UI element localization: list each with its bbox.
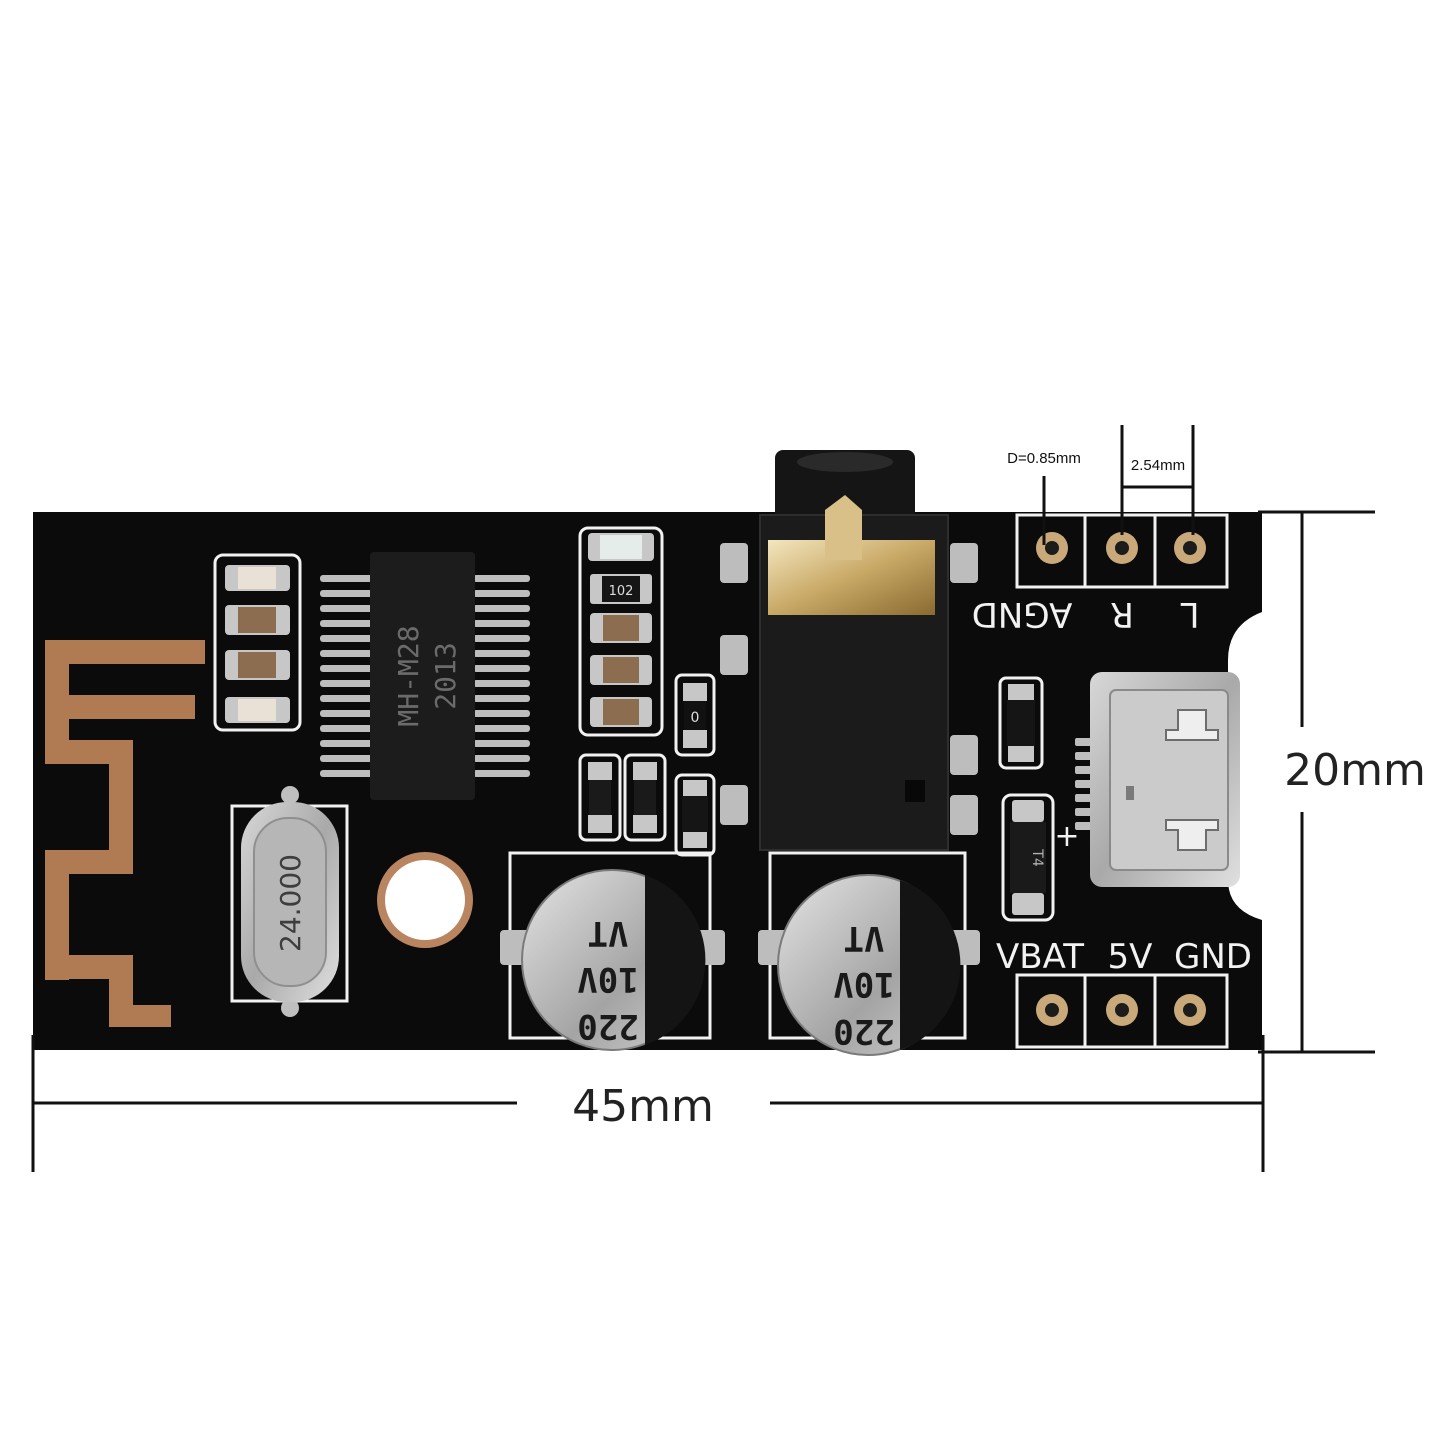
capacitor-2-series: VT <box>844 918 885 958</box>
crystal-oscillator: 24.000 <box>230 786 349 1017</box>
dimension-width <box>31 1035 1265 1172</box>
smd-pair-lower <box>578 753 667 842</box>
zero-ohm-resistor: 0 <box>674 673 716 757</box>
capacitor-1-voltage: 10V <box>577 959 638 999</box>
micro-usb-connector <box>1075 672 1240 887</box>
capacitor-1-series: VT <box>588 913 629 953</box>
zero-ohm-marking: 0 <box>691 710 700 726</box>
header-top: AGND R L <box>972 513 1229 634</box>
capacitor-2-voltage: 10V <box>833 964 894 1004</box>
hole-diameter-label: D=0.85mm <box>1007 450 1081 467</box>
pin-pitch-label: 2.54mm <box>1131 457 1185 474</box>
dimension-pin-pitch <box>1120 425 1195 535</box>
crystal-marking: 24.000 <box>274 854 307 952</box>
main-chip: MH-M28 2013 <box>320 552 530 800</box>
electrolytic-capacitor-left: 220 10V VT <box>500 851 725 1051</box>
label-5v: 5V <box>1108 937 1153 977</box>
smd-column-middle: 102 <box>578 526 664 737</box>
resistor-marking: 102 <box>609 584 634 599</box>
height-label: 20mm <box>1284 745 1426 796</box>
label-vbat: VBAT <box>996 937 1084 977</box>
chip-marking-line1: MH-M28 <box>392 625 425 726</box>
smd-array-left <box>213 553 302 732</box>
header-bottom: VBAT 5V GND <box>996 937 1252 1049</box>
audio-jack-3-5mm <box>720 450 978 851</box>
capacitor-1-value: 220 <box>577 1006 638 1046</box>
label-r: R <box>1110 594 1134 634</box>
electrolytic-capacitor-right: 220 10V VT <box>758 851 980 1056</box>
smd-right-upper <box>998 676 1044 770</box>
smd-diode-middle <box>674 773 716 857</box>
width-label: 45mm <box>572 1081 714 1132</box>
capacitor-2-value: 220 <box>833 1011 894 1051</box>
antenna-trace <box>45 640 205 1027</box>
mounting-hole <box>377 852 473 948</box>
label-gnd: GND <box>1174 937 1252 977</box>
dimension-height <box>1258 510 1375 1054</box>
label-agnd: AGND <box>972 594 1073 634</box>
chip-marking-line2: 2013 <box>429 642 462 709</box>
diode-marking: T4 <box>1029 848 1045 867</box>
label-l: L <box>1180 594 1199 634</box>
